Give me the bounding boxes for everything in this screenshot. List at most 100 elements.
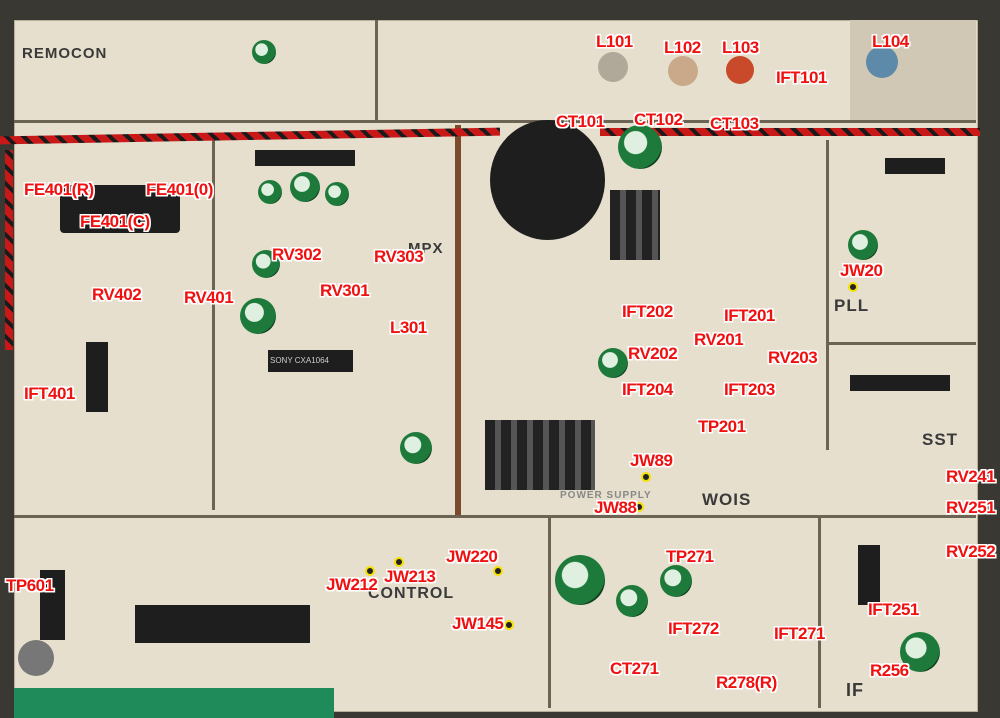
- divider: [14, 515, 976, 518]
- label-rv241: RV241: [946, 467, 996, 486]
- silk-mpx: MPX: [408, 240, 444, 257]
- divider: [212, 140, 215, 510]
- label-jw89: JW89: [630, 451, 673, 470]
- silk-pll: PLL: [834, 296, 870, 315]
- label-rv402: RV402: [92, 285, 142, 304]
- jw88-marker: [634, 502, 644, 512]
- ic-label: SONY CXA1064: [270, 356, 329, 365]
- fe401-module: [60, 185, 180, 233]
- ic-mpx: SONY CXA1064: [268, 350, 353, 372]
- label-rv203: RV203: [768, 348, 818, 367]
- jw89-marker: [641, 472, 651, 482]
- divider: [455, 125, 461, 515]
- microcontroller: [135, 605, 310, 643]
- label-jw20: JW20: [840, 261, 883, 280]
- label-r256: R256: [870, 661, 909, 680]
- coil-l103: [726, 56, 754, 84]
- jw220-marker: [493, 566, 503, 576]
- capacitor: [252, 40, 276, 64]
- label-ift271: IFT271: [774, 624, 825, 643]
- label-jw220: JW220: [446, 547, 498, 566]
- silk-power: POWER SUPPLY: [560, 490, 652, 501]
- heatsink: [610, 190, 660, 260]
- label-rv252: RV252: [946, 542, 996, 561]
- coil-l102: [668, 56, 698, 86]
- silk-if: IF: [846, 680, 864, 700]
- capacitor: [258, 180, 282, 204]
- label-rv202: RV202: [628, 344, 678, 363]
- label-ift251: IFT251: [868, 600, 919, 619]
- label-jw145: JW145: [452, 614, 504, 633]
- jw20-marker: [848, 282, 858, 292]
- coil-l104: [866, 46, 898, 78]
- label-l301: L301: [390, 318, 427, 337]
- silk-sst: SST: [922, 430, 959, 449]
- divider: [14, 120, 976, 123]
- label-ift201: IFT201: [724, 306, 775, 325]
- capacitor: [660, 565, 692, 597]
- ic: [40, 570, 65, 640]
- label-l103: L103: [722, 38, 759, 57]
- label-ct101: CT101: [556, 112, 605, 131]
- label-rv301: RV301: [320, 281, 370, 300]
- capacitor: [900, 632, 940, 672]
- jw145-marker: [504, 620, 514, 630]
- label-tp271: TP271: [666, 547, 714, 566]
- label-ift401: IFT401: [24, 384, 75, 403]
- divider: [548, 518, 551, 708]
- heatsink: [485, 420, 595, 490]
- label-rv303: RV303: [374, 247, 424, 266]
- ic: [86, 342, 108, 412]
- wire-harness: [5, 150, 13, 350]
- label-ct271: CT271: [610, 659, 659, 678]
- label-l101: L101: [596, 32, 633, 51]
- label-fe401-c: FE401(C): [80, 212, 150, 231]
- divider: [826, 342, 976, 345]
- ribbon-board: [14, 688, 334, 718]
- label-rv251: RV251: [946, 498, 996, 517]
- label-jw88: JW88: [594, 498, 637, 517]
- ic: [858, 545, 880, 605]
- wire-harness: [600, 128, 980, 136]
- divider: [826, 140, 829, 450]
- label-ift204: IFT204: [622, 380, 673, 399]
- label-ift101: IFT101: [776, 68, 827, 87]
- ic: [885, 158, 945, 174]
- capacitor: [618, 125, 662, 169]
- label-ift272: IFT272: [668, 619, 719, 638]
- label-r278-r: R278(R): [716, 673, 777, 692]
- connector: [18, 640, 54, 676]
- label-tp601: TP601: [6, 576, 54, 595]
- capacitor: [240, 298, 276, 334]
- label-fe401-r: FE401(R): [24, 180, 94, 199]
- capacitor: [325, 182, 349, 206]
- capacitor: [616, 585, 648, 617]
- label-jw212: JW212: [326, 575, 378, 594]
- silk-remocon: REMOCON: [22, 45, 108, 62]
- label-jw213: JW213: [384, 567, 436, 586]
- jw213-marker: [394, 557, 404, 567]
- silk-wois: WOIS: [702, 490, 752, 509]
- jw212-marker: [365, 566, 375, 576]
- label-tp201: TP201: [698, 417, 746, 436]
- ic: [255, 150, 355, 166]
- capacitor: [848, 230, 878, 260]
- divider: [818, 518, 821, 708]
- capacitor: [598, 348, 628, 378]
- coil-l101: [598, 52, 628, 82]
- label-l102: L102: [664, 38, 701, 57]
- label-l104: L104: [872, 32, 909, 51]
- label-rv302: RV302: [272, 245, 322, 264]
- label-rv201: RV201: [694, 330, 744, 349]
- label-ift203: IFT203: [724, 380, 775, 399]
- capacitor: [252, 250, 280, 278]
- capacitor: [400, 432, 432, 464]
- label-ct102: CT102: [634, 110, 683, 129]
- label-fe401-o: FE401(0): [146, 180, 213, 199]
- silk-control: CONTROL: [368, 585, 455, 602]
- capacitor: [290, 172, 320, 202]
- divider: [375, 20, 378, 120]
- main-capacitor: [490, 120, 605, 240]
- ic: [850, 375, 950, 391]
